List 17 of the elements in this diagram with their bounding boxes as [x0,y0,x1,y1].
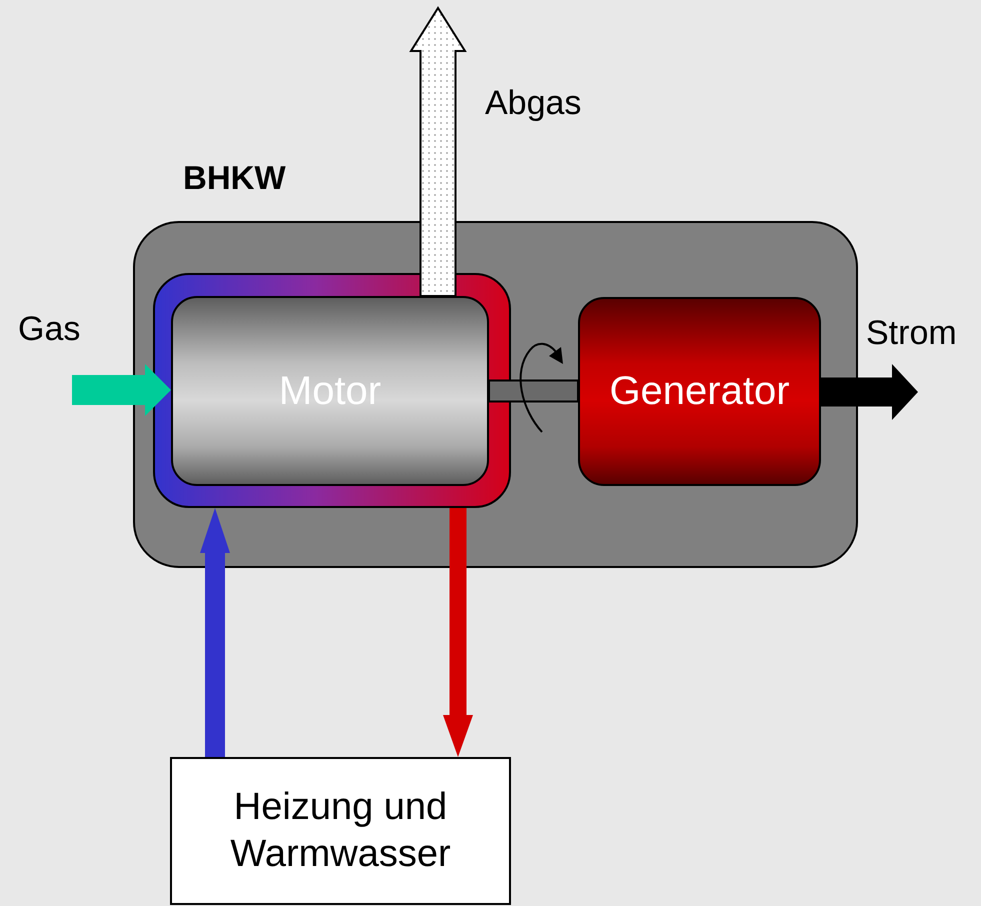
consumer-box [170,757,511,905]
block-label: Motor [278,368,382,414]
flow-arrow [409,6,467,297]
flow-arrow [443,508,473,757]
generator-block [578,297,821,486]
flow-label: Strom [866,314,957,353]
block-label: Generator [609,369,790,414]
flow-arrow [72,364,171,416]
motor-block [171,296,489,486]
flow-label: Gas [18,310,80,349]
unit-heading: BHKW [183,158,287,198]
shaft [488,380,579,402]
flow-label: Abgas [485,84,582,123]
cooling-jacket [153,273,511,508]
flow-arrow [200,508,230,757]
consumer-label: Heizung und Warmwasser [229,784,452,877]
flow-arrow [821,364,918,420]
